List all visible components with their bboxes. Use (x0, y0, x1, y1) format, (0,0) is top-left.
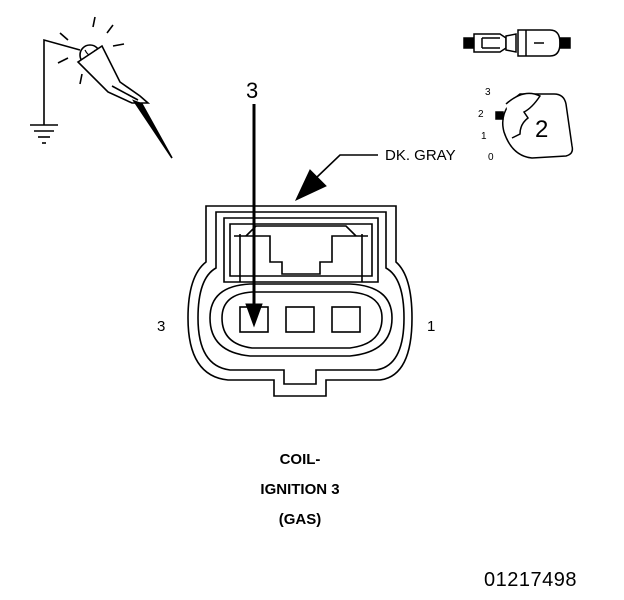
wire-color-label: DK. GRAY (385, 147, 456, 164)
probe-pin-label: 3 (246, 78, 259, 103)
dial-scale-2: 2 (478, 109, 484, 120)
dial-scale-3: 3 (485, 87, 491, 98)
cavity-label-right: 1 (427, 318, 436, 335)
connector-title-line-1: COIL- (279, 451, 321, 468)
cavity-label-left: 3 (157, 318, 166, 335)
connector-face-icon (187, 205, 413, 397)
connector-title-line-2: IGNITION 3 (260, 481, 340, 498)
probe-arrow (245, 104, 263, 328)
test-dial-icon (495, 92, 574, 159)
figure-number: 01217498 (484, 569, 577, 591)
dial-scale-1: 1 (481, 131, 487, 142)
test-light-probe-icon (57, 16, 173, 159)
wire-callout-arrow (294, 154, 378, 202)
connector-title-line-3: (GAS) (278, 511, 322, 528)
ground-symbol-icon (30, 38, 81, 144)
inline-connector-icon (463, 29, 571, 57)
dial-scale-0: 0 (488, 152, 494, 163)
dial-value: 2 (535, 116, 549, 143)
